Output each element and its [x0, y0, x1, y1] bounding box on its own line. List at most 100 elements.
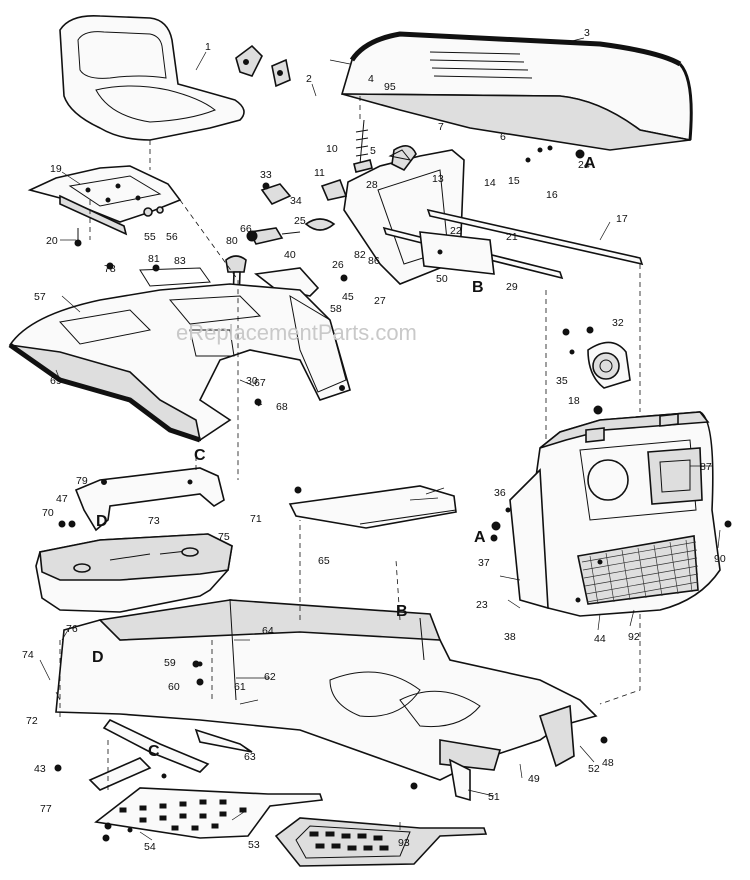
callout-24: 24 — [578, 159, 590, 171]
callout-80: 80 — [226, 235, 238, 247]
seat-mounting-pan — [27, 165, 182, 236]
leader-lines — [39, 37, 721, 841]
callout-53: 53 — [248, 839, 260, 851]
callout-5: 5 — [370, 145, 376, 157]
fender-hole — [339, 385, 345, 391]
callout-55: 55 — [144, 231, 156, 243]
callout-43: 43 — [34, 763, 46, 775]
callout-15: 15 — [508, 175, 520, 187]
bracket-78 — [54, 757, 152, 791]
callout-86: 86 — [368, 255, 380, 267]
section-letter-D: D — [96, 513, 108, 530]
hood — [340, 31, 693, 151]
left-footrest — [94, 787, 324, 839]
callout-73: 73 — [148, 515, 160, 527]
callout-63: 63 — [244, 751, 256, 763]
callout-18: 18 — [568, 395, 580, 407]
callout-7: 7 — [438, 121, 444, 133]
callout-69: 69 — [50, 375, 62, 387]
dash-panel — [509, 411, 721, 617]
battery — [35, 533, 233, 613]
section-letters: A B C D A B D C — [92, 155, 596, 760]
callout-32: 32 — [612, 317, 624, 329]
callout-29: 29 — [506, 281, 518, 293]
callout-52: 52 — [588, 763, 600, 775]
rod-bracket — [419, 231, 495, 275]
frame — [55, 599, 598, 802]
small-controls — [246, 178, 348, 245]
callout-56: 56 — [166, 231, 178, 243]
callout-30: 30 — [246, 375, 258, 387]
callout-79: 79 — [76, 475, 88, 487]
callout-20: 20 — [46, 235, 58, 247]
callout-70: 70 — [42, 507, 54, 519]
right-footrest — [274, 817, 488, 867]
callout-6: 6 — [500, 131, 506, 143]
callout-76: 76 — [66, 623, 78, 635]
callout-95: 95 — [384, 81, 396, 93]
callout-28: 28 — [366, 179, 378, 191]
callout-1: 1 — [205, 41, 211, 53]
callout-75: 75 — [218, 531, 230, 543]
callout-67: 67 — [254, 377, 266, 389]
callout-62: 62 — [264, 671, 276, 683]
callout-numbers: 1 2 3 4 5 6 7 10 11 13 14 15 16 17 18 19… — [22, 27, 726, 853]
callout-51: 51 — [488, 791, 500, 803]
callout-10: 10 — [326, 143, 338, 155]
plate — [288, 485, 457, 529]
seat — [59, 14, 245, 141]
callout-13: 13 — [432, 173, 444, 185]
section-letter-A: A — [474, 529, 486, 546]
callout-40: 40 — [284, 249, 296, 261]
section-letter-C: C — [148, 743, 160, 760]
fender — [8, 267, 351, 443]
callout-19: 19 — [50, 163, 62, 175]
bolt-55-56 — [74, 206, 164, 247]
section-letter-B: B — [472, 279, 484, 296]
callout-16: 16 — [546, 189, 558, 201]
callout-83: 83 — [174, 255, 186, 267]
callout-54: 54 — [144, 841, 156, 853]
callout-25: 25 — [294, 215, 306, 227]
section-letter-B: B — [396, 603, 408, 620]
callout-35: 35 — [556, 375, 568, 387]
callout-64: 64 — [262, 625, 274, 637]
hardware — [58, 145, 732, 842]
callout-11: 11 — [314, 167, 325, 179]
callout-90: 90 — [714, 553, 726, 565]
callout-92: 92 — [628, 631, 640, 643]
seat-hinge-brackets — [235, 44, 291, 88]
callout-23: 23 — [476, 599, 488, 611]
frame-strap — [102, 718, 253, 773]
watermark: eReplacementParts.com — [176, 320, 417, 345]
callout-87: 87 — [700, 461, 712, 473]
callout-14: 14 — [484, 177, 496, 189]
callout-45: 45 — [342, 291, 354, 303]
callout-22: 22 — [450, 225, 462, 237]
callout-74: 74 — [22, 649, 34, 661]
callout-21: 21 — [506, 231, 518, 243]
callout-37: 37 — [478, 557, 490, 569]
callout-50: 50 — [436, 273, 448, 285]
callout-26: 26 — [332, 259, 344, 271]
callout-71: 71 — [250, 513, 262, 525]
callout-61: 61 — [234, 681, 246, 693]
callout-27: 27 — [374, 295, 386, 307]
callout-60: 60 — [168, 681, 180, 693]
callout-68: 68 — [276, 401, 288, 413]
callout-17: 17 — [616, 213, 628, 225]
callout-93: 93 — [398, 837, 410, 849]
callout-57: 57 — [34, 291, 46, 303]
callout-72: 72 — [26, 715, 38, 727]
callout-3: 3 — [584, 27, 590, 39]
callout-2: 2 — [306, 73, 312, 85]
callout-78: 78 — [104, 263, 116, 275]
section-letter-D: D — [92, 649, 104, 666]
section-letter-C: C — [194, 447, 206, 464]
callout-47: 47 — [56, 493, 68, 505]
callout-59: 59 — [164, 657, 176, 669]
callout-65: 65 — [318, 555, 330, 567]
callout-82: 82 — [354, 249, 366, 261]
callout-36: 36 — [494, 487, 506, 499]
